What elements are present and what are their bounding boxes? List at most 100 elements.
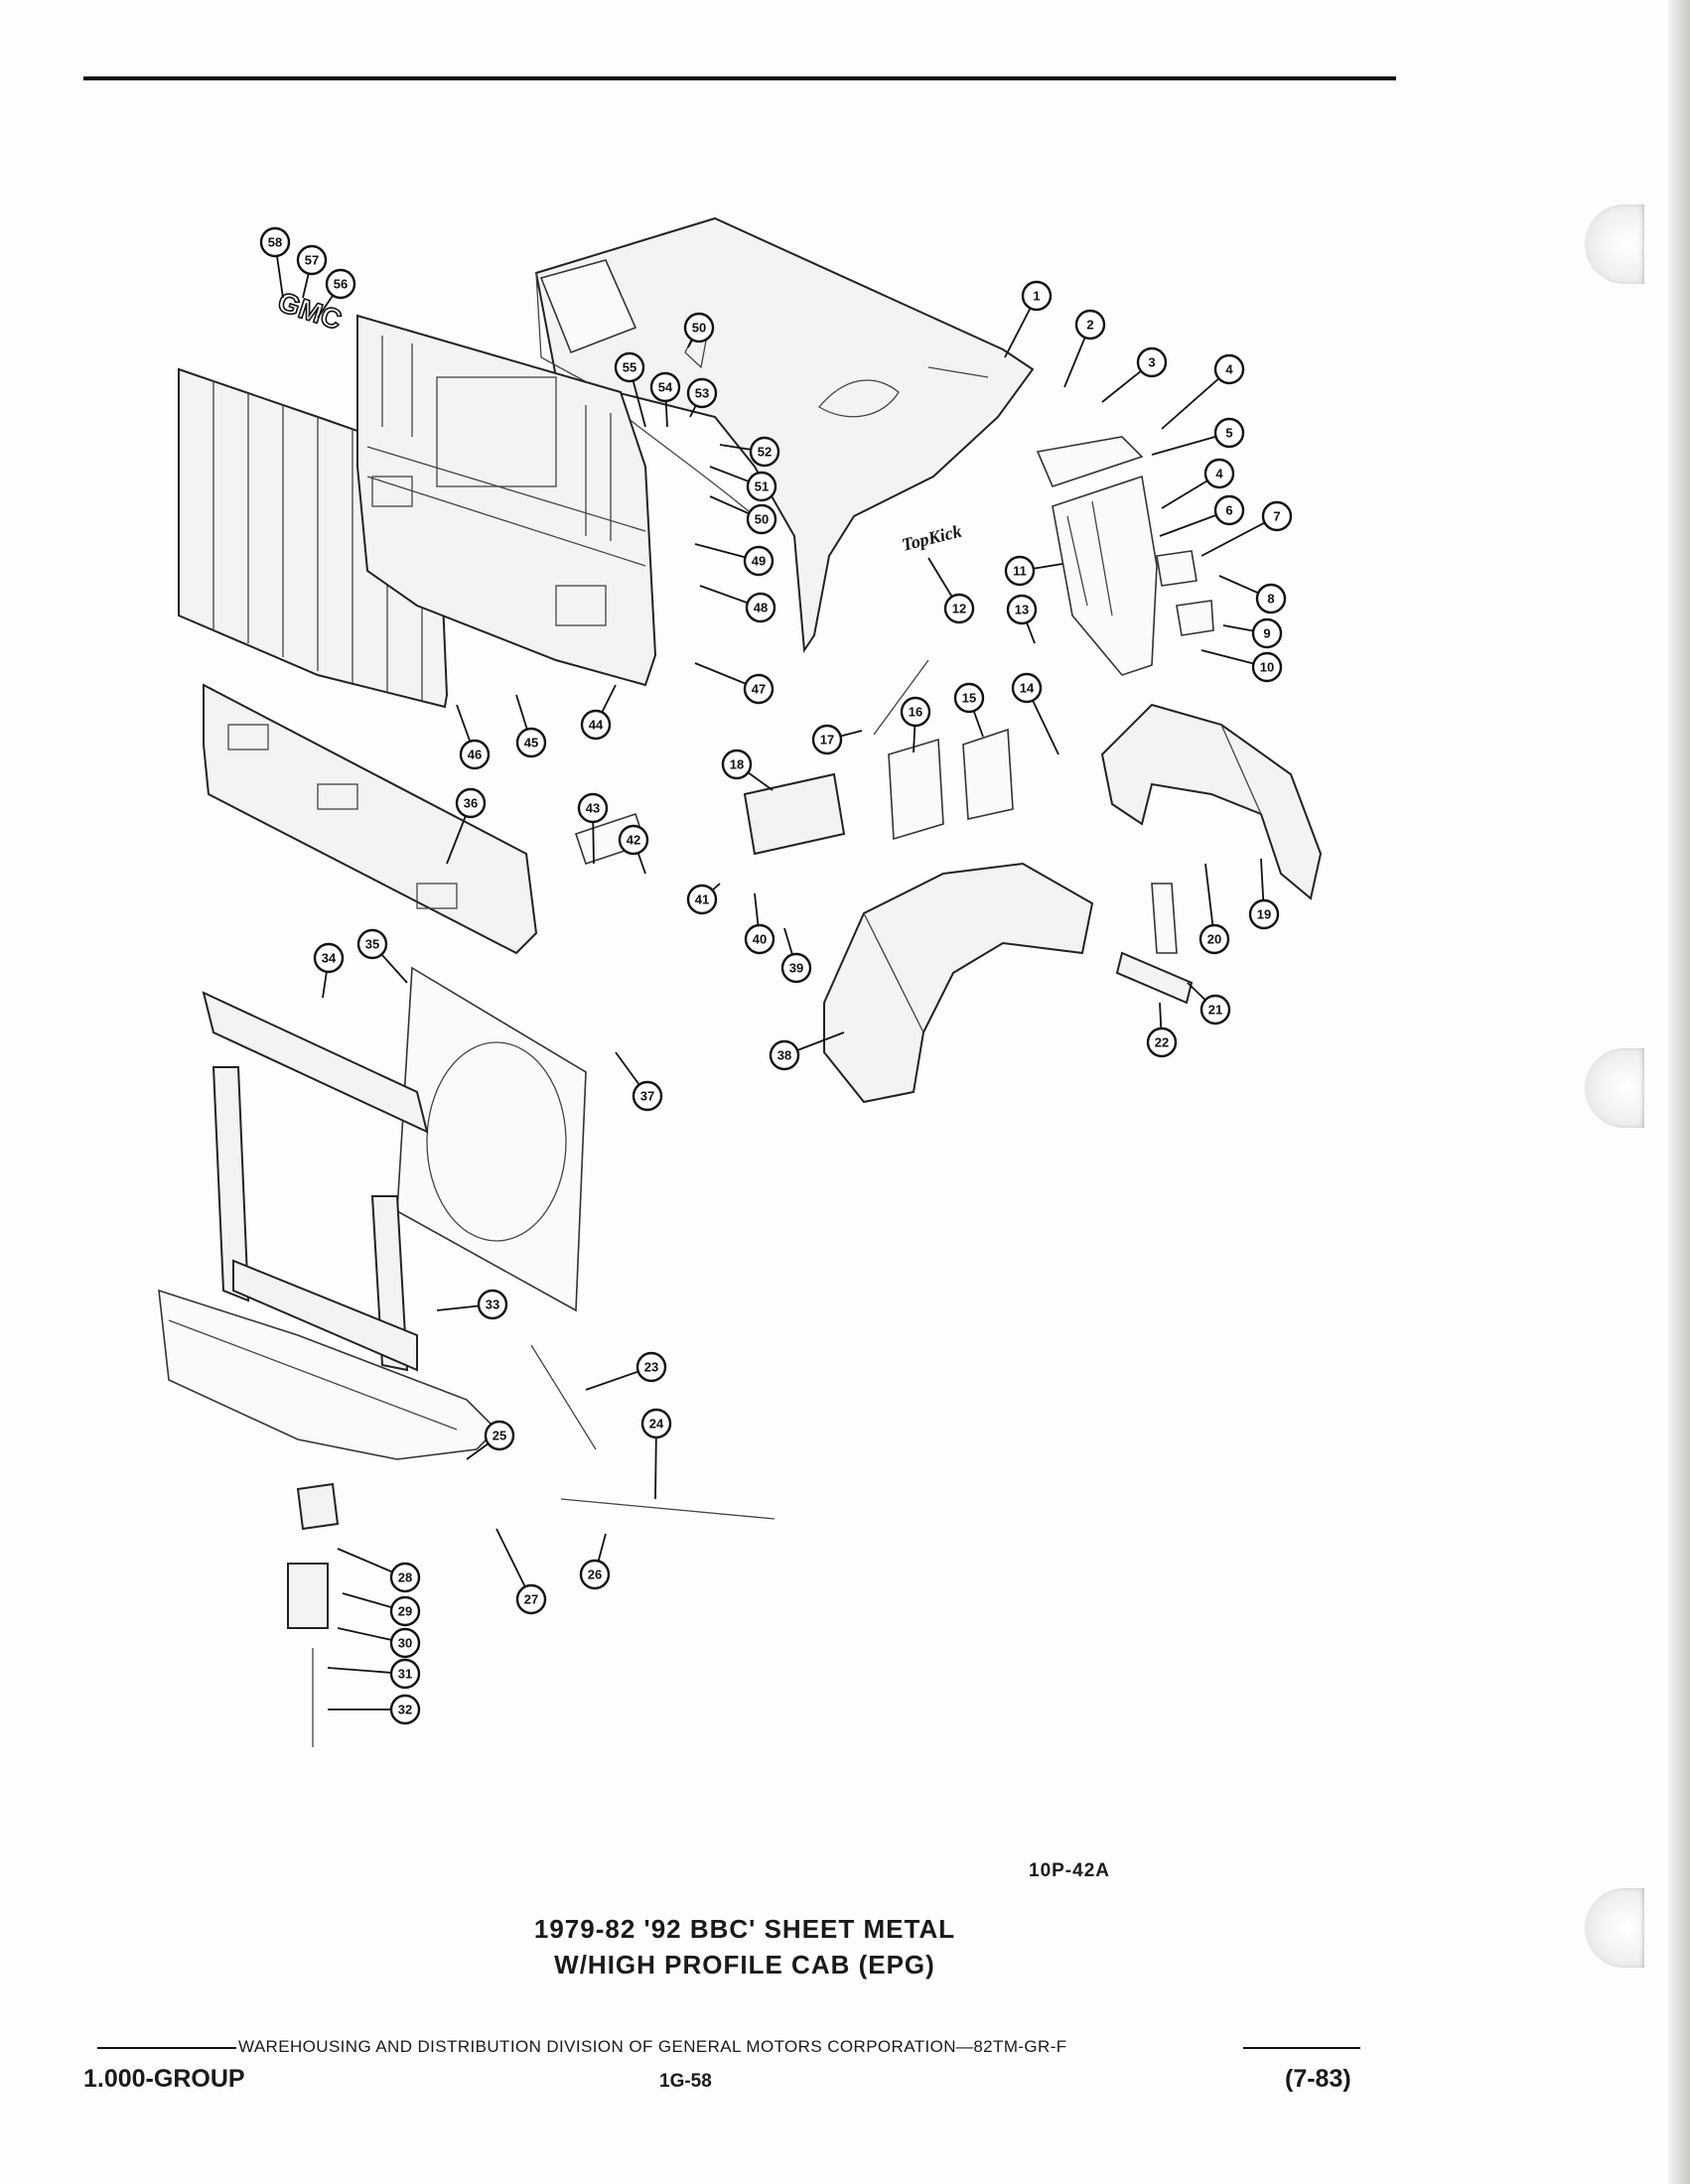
fender-liner-part <box>1100 703 1323 900</box>
fan-shroud-part <box>396 966 587 1312</box>
footer-group: 1.000-GROUP <box>83 2065 245 2093</box>
callout-number: 27 <box>524 1592 538 1607</box>
callout-34: 34 <box>313 942 345 974</box>
callout-33: 33 <box>477 1289 508 1320</box>
callout-22: 22 <box>1146 1026 1178 1058</box>
callout-42: 42 <box>618 824 649 856</box>
callout-14: 14 <box>1011 672 1043 704</box>
hood-part <box>534 216 1035 653</box>
callout-number: 11 <box>1013 564 1027 579</box>
callout-circle <box>649 371 681 403</box>
callout-number: 22 <box>1155 1035 1169 1050</box>
callout-circle <box>640 1408 672 1439</box>
top-rule <box>83 76 1396 80</box>
callout-38: 38 <box>769 1039 800 1071</box>
footer-rule-left <box>97 2047 236 2049</box>
bracket-9-part <box>1176 600 1214 636</box>
callout-circle <box>746 471 777 502</box>
callout-circle <box>686 884 718 915</box>
callout-13: 13 <box>1006 594 1038 625</box>
callout-number: 39 <box>789 961 803 976</box>
callout-circle <box>477 1289 508 1320</box>
callout-circle <box>943 593 975 624</box>
callout-number: 32 <box>398 1703 412 1717</box>
callout-circle <box>1248 898 1280 930</box>
callout-18: 18 <box>721 749 753 780</box>
tie-rod-24-part <box>560 1498 775 1520</box>
callout-circle <box>389 1562 421 1593</box>
callout-circle <box>743 545 775 577</box>
spacer-part <box>287 1563 329 1629</box>
binder-hole-middle <box>1585 1048 1644 1128</box>
callout-circle <box>745 592 776 623</box>
footer-rule-right <box>1243 2047 1360 2049</box>
callout-number: 35 <box>365 937 379 952</box>
binder-hole-bottom <box>1585 1888 1644 1968</box>
callout-number: 50 <box>755 512 769 527</box>
callout-number: 49 <box>752 554 766 569</box>
callout-circle <box>296 244 328 276</box>
callout-number: 55 <box>623 360 636 375</box>
callout-number: 13 <box>1015 603 1029 617</box>
callout-29: 29 <box>389 1595 421 1627</box>
callout-40: 40 <box>744 923 775 955</box>
bracket-8-part <box>1156 550 1197 587</box>
callout-number: 43 <box>586 801 600 816</box>
callout-circle <box>1199 994 1231 1025</box>
callout-6: 6 <box>1213 494 1245 526</box>
footer-page-number: 1G-58 <box>659 2071 712 2092</box>
callout-28: 28 <box>389 1562 421 1593</box>
callout-58: 58 <box>259 226 291 258</box>
callout-37: 37 <box>632 1080 663 1112</box>
callout-circle <box>743 673 775 705</box>
callout-circle <box>389 1658 421 1690</box>
callout-30: 30 <box>389 1627 421 1659</box>
callout-circle <box>1213 417 1245 449</box>
callout-number: 1 <box>1033 289 1040 304</box>
callout-32: 32 <box>389 1694 421 1725</box>
callout-number: 45 <box>524 736 538 751</box>
callout-44: 44 <box>580 709 612 741</box>
footer-date: (7-83) <box>1285 2065 1351 2093</box>
callout-circle <box>1198 923 1230 955</box>
callout-number: 58 <box>268 235 282 250</box>
callout-10: 10 <box>1251 651 1283 683</box>
radiator-frame-part <box>202 991 429 1372</box>
callout-1: 1 <box>1021 280 1053 312</box>
callout-circle <box>1006 594 1038 625</box>
callout-41: 41 <box>686 884 718 915</box>
callout-number: 40 <box>753 932 767 947</box>
callout-3: 3 <box>1136 346 1168 378</box>
footer-division: WAREHOUSING AND DISTRIBUTION DIVISION OF… <box>238 2037 1067 2056</box>
callout-number: 9 <box>1263 626 1270 641</box>
callout-number: 33 <box>486 1297 499 1312</box>
callout-number: 21 <box>1208 1003 1222 1018</box>
callout-circle <box>780 952 812 984</box>
callout-circle <box>1136 346 1168 378</box>
callout-number: 57 <box>305 253 319 268</box>
callout-15: 15 <box>953 682 985 714</box>
callout-25: 25 <box>484 1420 515 1451</box>
callout-number: 53 <box>695 386 709 401</box>
callout-number: 14 <box>1020 681 1035 696</box>
callout-circle <box>1074 309 1106 341</box>
figure-title-line1: 1979-82 '92 BBC' SHEET METAL <box>533 1914 956 1944</box>
callout-number: 37 <box>640 1089 654 1104</box>
callout-number: 47 <box>752 682 766 697</box>
plate-part <box>743 772 846 856</box>
callout-50: 50 <box>683 312 715 343</box>
callout-number: 25 <box>493 1429 506 1443</box>
callout-circle <box>618 824 649 856</box>
callout-54: 54 <box>649 371 681 403</box>
callout-number: 10 <box>1260 660 1274 675</box>
tie-rod-23-part <box>530 1344 597 1450</box>
callout-circle <box>1203 458 1235 489</box>
callout-circle <box>455 787 487 819</box>
callout-number: 18 <box>730 757 744 772</box>
callout-12: 12 <box>943 593 975 624</box>
callout-21: 21 <box>1199 994 1231 1025</box>
callout-45: 45 <box>515 727 547 758</box>
callout-2: 2 <box>1074 309 1106 341</box>
